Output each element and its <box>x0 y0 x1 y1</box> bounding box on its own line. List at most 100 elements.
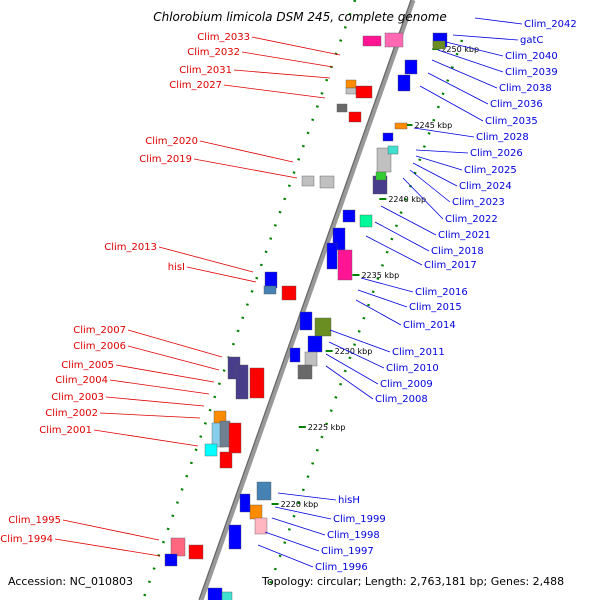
gene-label-right: gatC <box>520 35 543 46</box>
leader-line-right <box>415 155 463 171</box>
leader-line-left <box>54 538 161 557</box>
gene-label-left: Clim_2003 <box>51 392 104 403</box>
leader-line-right <box>328 341 385 369</box>
kbp-label: 2250 kbp <box>441 45 479 54</box>
gene-label-right: Clim_2021 <box>438 230 491 241</box>
leader-line-right <box>413 127 475 138</box>
gene-label-right: Clim_2042 <box>524 19 577 30</box>
gene-label-left: Clim_2020 <box>145 136 198 147</box>
gene-label-right: Clim_2026 <box>470 148 523 159</box>
kbp-label: 2235 kbp <box>361 271 399 280</box>
leader-line-right <box>402 177 444 220</box>
leader-line-left <box>93 429 199 447</box>
gene-label-right: Clim_2038 <box>499 83 552 94</box>
gene-label-right: Clim_2011 <box>392 347 445 358</box>
gene-block <box>432 40 446 50</box>
gene-label-left: Clim_2032 <box>187 47 240 58</box>
leader-line-right <box>325 365 374 400</box>
gene-block <box>375 171 387 181</box>
leader-line-right <box>360 277 414 293</box>
page-title: Chlorobium limicola DSM 245, complete ge… <box>153 10 447 24</box>
leader-line-right <box>357 289 408 308</box>
kbp-label: 2220 kbp <box>281 500 319 509</box>
gene-label-left: Clim_2006 <box>73 341 126 352</box>
leader-line-left <box>99 412 201 419</box>
gene-label-right: Clim_1998 <box>327 530 380 541</box>
gene-block <box>397 74 411 92</box>
gene-label-left: Clim_2004 <box>55 375 108 386</box>
gene-label-left: Clim_2019 <box>139 154 192 165</box>
gene-block <box>314 317 332 337</box>
leader-line-left <box>62 519 160 541</box>
gene-block <box>299 311 313 331</box>
gene-block <box>297 364 313 380</box>
leader-line-right <box>415 149 469 154</box>
gene-block <box>355 85 373 99</box>
leader-line-right <box>274 506 332 520</box>
leader-line-right <box>355 299 402 326</box>
gene-block <box>342 209 356 223</box>
gene-label-right: Clim_2040 <box>505 51 558 62</box>
gene-label-left: Clim_2031 <box>179 65 232 76</box>
leader-line-left <box>223 84 326 99</box>
gene-block <box>304 351 318 367</box>
gene-block <box>249 504 263 520</box>
gene-label-left: Clim_2033 <box>197 32 250 43</box>
gene-label-left: hisI <box>168 262 185 273</box>
gene-block <box>228 422 242 454</box>
gene-label-left: Clim_1994 <box>0 534 53 545</box>
gene-label-right: Clim_2022 <box>445 214 498 225</box>
gene-label-left: Clim_2001 <box>39 425 92 436</box>
gene-label-right: Clim_2025 <box>464 165 517 176</box>
leader-line-right <box>365 235 423 266</box>
gene-label-right: Clim_2023 <box>452 197 505 208</box>
leader-line-right <box>380 205 437 236</box>
gene-label-right: Clim_2016 <box>415 287 468 298</box>
gene-block <box>382 132 394 142</box>
gene-label-left: Clim_2005 <box>61 360 114 371</box>
gene-label-right: hisH <box>338 495 360 506</box>
gene-block <box>301 175 315 187</box>
kbp-label: 2225 kbp <box>308 423 346 432</box>
gene-label-right: Clim_1996 <box>315 562 368 573</box>
gene-block <box>384 32 404 48</box>
kbp-label: 2230 kbp <box>335 347 373 356</box>
leader-line-left <box>199 140 294 163</box>
gene-block <box>249 367 265 399</box>
leader-line-right <box>419 85 484 122</box>
gene-block <box>387 145 399 155</box>
gene-block <box>228 524 242 550</box>
gene-block <box>359 214 373 228</box>
leader-line-left <box>251 36 341 56</box>
leader-line-left <box>193 158 298 179</box>
leader-line-right <box>431 59 498 89</box>
gene-label-right: Clim_1997 <box>321 546 374 557</box>
gene-block <box>289 347 301 363</box>
gene-block <box>254 517 268 535</box>
leader-line-left <box>186 266 257 283</box>
accession-text: Accession: NC_010803 <box>8 575 134 588</box>
gene-labels: Clim_2033Clim_2032Clim_2031Clim_2027Clim… <box>0 19 576 573</box>
gene-block <box>345 87 357 95</box>
gene-block <box>281 285 297 301</box>
leader-line-left <box>233 69 331 79</box>
topology-text: Topology: circular; Length: 2,763,181 bp… <box>262 575 565 588</box>
leader-line-right <box>329 329 391 353</box>
gene-label-left: Clim_2007 <box>73 325 126 336</box>
gene-label-right: Clim_2024 <box>459 181 512 192</box>
gene-label-right: Clim_2035 <box>485 116 538 127</box>
gene-block <box>188 544 204 560</box>
leader-line-right <box>277 492 337 501</box>
gene-block <box>221 591 233 600</box>
leader-line-right <box>437 49 504 73</box>
leader-line-right <box>271 517 326 536</box>
gene-block <box>336 103 348 113</box>
backbone-edge <box>198 0 412 600</box>
gene-block <box>307 335 323 353</box>
gene-label-right: Clim_2010 <box>386 363 439 374</box>
gene-block <box>219 420 231 448</box>
leader-line-left <box>127 329 223 358</box>
gene-block <box>348 111 362 123</box>
